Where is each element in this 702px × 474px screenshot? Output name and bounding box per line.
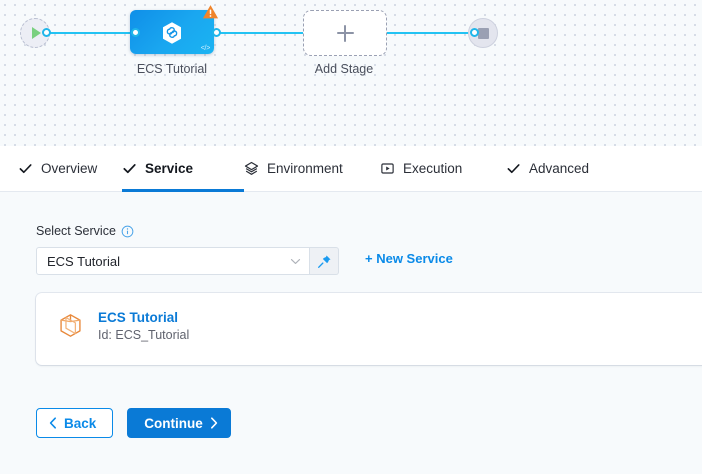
end-port[interactable] xyxy=(470,28,479,37)
edge-add-to-end xyxy=(384,32,475,34)
select-service-control: ECS Tutorial xyxy=(36,247,339,275)
stage-output-port[interactable] xyxy=(212,28,221,37)
pipeline-canvas[interactable]: </> ECS Tutorial Add Stage xyxy=(0,0,702,146)
service-summary-card[interactable]: ECS Tutorial Id: ECS_Tutorial xyxy=(36,293,702,365)
tab-execution[interactable]: Execution xyxy=(380,146,506,192)
service-card-id: Id: ECS_Tutorial xyxy=(98,328,190,342)
chevron-right-icon xyxy=(210,417,217,429)
service-card-text: ECS Tutorial Id: ECS_Tutorial xyxy=(98,309,189,344)
stage-config-tabs: Overview Service Environment Execution xyxy=(0,146,702,192)
stage-node-ecs-tutorial[interactable]: </> xyxy=(130,5,219,54)
continue-button-label: Continue xyxy=(144,415,203,431)
select-service-label-group: Select Service xyxy=(36,224,134,238)
edge-stage-to-add xyxy=(216,32,306,34)
tab-advanced-label: Advanced xyxy=(529,161,590,176)
chevron-left-icon xyxy=(49,417,56,429)
harness-hexagon-icon xyxy=(163,22,181,44)
code-icon[interactable]: </> xyxy=(200,45,211,52)
tab-overview[interactable]: Overview xyxy=(18,146,122,192)
pin-icon xyxy=(317,255,330,268)
tab-execution-label: Execution xyxy=(403,161,463,176)
start-port[interactable] xyxy=(42,28,51,37)
stage-input-port[interactable] xyxy=(131,28,140,37)
stage-node-label: ECS Tutorial xyxy=(136,62,208,76)
select-service-label: Select Service xyxy=(36,224,116,238)
edge-start-to-stage xyxy=(44,32,136,34)
service-select-input[interactable]: ECS Tutorial xyxy=(36,247,310,275)
back-button-label: Back xyxy=(64,415,97,431)
service-card-content: ECS Tutorial Id: ECS_Tutorial xyxy=(56,309,189,344)
cube-icon xyxy=(60,314,81,337)
plus-icon xyxy=(336,24,354,42)
continue-button[interactable]: Continue xyxy=(127,408,231,438)
tab-service-label: Service xyxy=(145,161,194,176)
add-stage-node[interactable] xyxy=(303,10,387,56)
service-select-value: ECS Tutorial xyxy=(47,253,120,269)
stop-icon xyxy=(477,27,489,39)
pin-service-button[interactable] xyxy=(310,247,339,275)
chevron-down-icon[interactable] xyxy=(290,258,301,265)
play-box-icon xyxy=(381,163,394,174)
tab-environment[interactable]: Environment xyxy=(244,146,380,192)
check-icon xyxy=(507,164,520,174)
tab-service[interactable]: Service xyxy=(122,146,244,192)
tab-advanced[interactable]: Advanced xyxy=(506,146,626,192)
new-service-button[interactable]: + New Service xyxy=(365,251,453,266)
back-button[interactable]: Back xyxy=(36,408,114,438)
check-icon xyxy=(123,164,136,174)
service-config-panel: Select Service ECS Tutorial + New xyxy=(0,192,702,474)
tab-environment-label: Environment xyxy=(267,161,343,176)
layers-icon xyxy=(244,161,259,175)
wizard-button-row: Back Continue xyxy=(36,408,231,438)
service-card-title[interactable]: ECS Tutorial xyxy=(98,310,179,325)
play-icon xyxy=(32,27,41,39)
check-icon xyxy=(19,164,32,174)
info-icon[interactable] xyxy=(121,225,134,238)
tab-overview-label: Overview xyxy=(41,161,98,176)
warning-triangle-icon[interactable] xyxy=(202,4,219,20)
add-stage-label: Add Stage xyxy=(314,62,374,76)
